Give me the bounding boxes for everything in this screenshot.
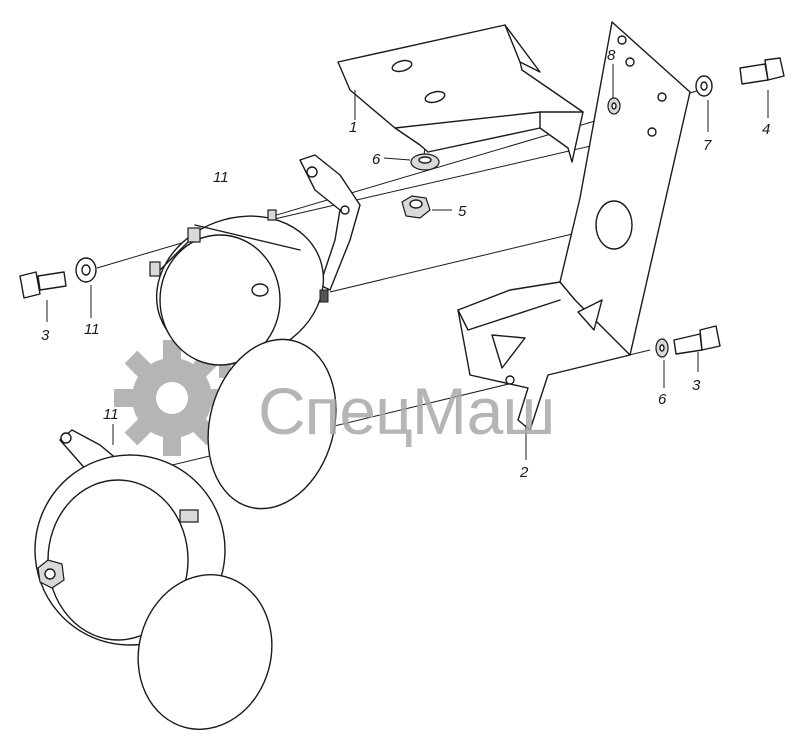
callout-4: 4	[762, 121, 771, 138]
callout-3-left: 3	[41, 327, 50, 344]
callout-8: 8	[607, 47, 616, 64]
washer-6-top-icon	[410, 153, 440, 171]
callout-6-top: 6	[372, 151, 381, 168]
callout-3-right: 3	[692, 377, 701, 394]
callout-11-left: 11	[84, 321, 100, 338]
callout-6-right: 6	[658, 391, 667, 408]
callout-7: 7	[703, 137, 712, 154]
horn-lower-part	[34, 429, 273, 730]
bolt-4-icon	[739, 57, 785, 85]
callout-5: 5	[458, 203, 467, 220]
washer-11-left-icon	[75, 257, 97, 283]
bolt-3-right-icon	[673, 325, 721, 355]
watermark-text: СпецМаш	[258, 374, 555, 448]
callout-2: 2	[520, 464, 529, 481]
callout-1: 1	[349, 119, 358, 136]
nut-5-icon	[401, 195, 431, 219]
washer-7-icon	[695, 75, 713, 97]
upper-bracket-part	[337, 24, 584, 163]
washer-6-right-icon	[655, 338, 669, 358]
main-bracket-part	[457, 21, 691, 431]
leader-lines	[46, 64, 769, 460]
washer-8-icon	[607, 97, 621, 115]
callout-11-top: 11	[213, 169, 229, 186]
callout-11-bottom: 11	[103, 406, 119, 423]
bolt-3-left-icon	[19, 271, 67, 299]
horn-upper-part	[149, 154, 361, 510]
